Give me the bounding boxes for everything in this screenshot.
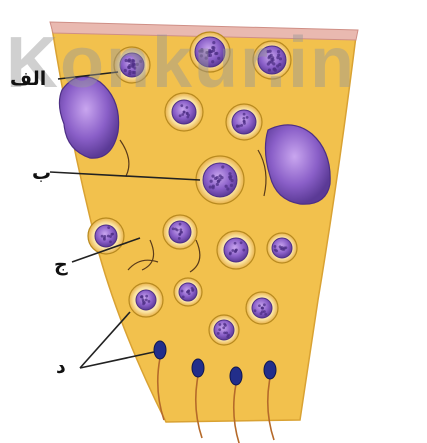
- germ-cell: [114, 47, 150, 83]
- germ-cell: [174, 278, 202, 306]
- germ-cell: [217, 231, 255, 269]
- germ-cell: [190, 32, 230, 72]
- germ-cell: [165, 93, 203, 131]
- germ-cell: [267, 233, 297, 263]
- germ-cell: [209, 315, 239, 345]
- germ-cell: [253, 41, 291, 79]
- germ-cell: [196, 156, 244, 204]
- label-c: ج: [54, 256, 68, 275]
- germ-cell: [129, 283, 163, 317]
- germ-cell: [226, 104, 262, 140]
- label-b: ب: [32, 164, 51, 183]
- label-a: الف: [10, 70, 46, 89]
- germ-cell: [246, 292, 278, 324]
- germ-cell: [163, 215, 197, 249]
- label-d: د: [56, 358, 66, 377]
- germ-cell: [88, 218, 124, 254]
